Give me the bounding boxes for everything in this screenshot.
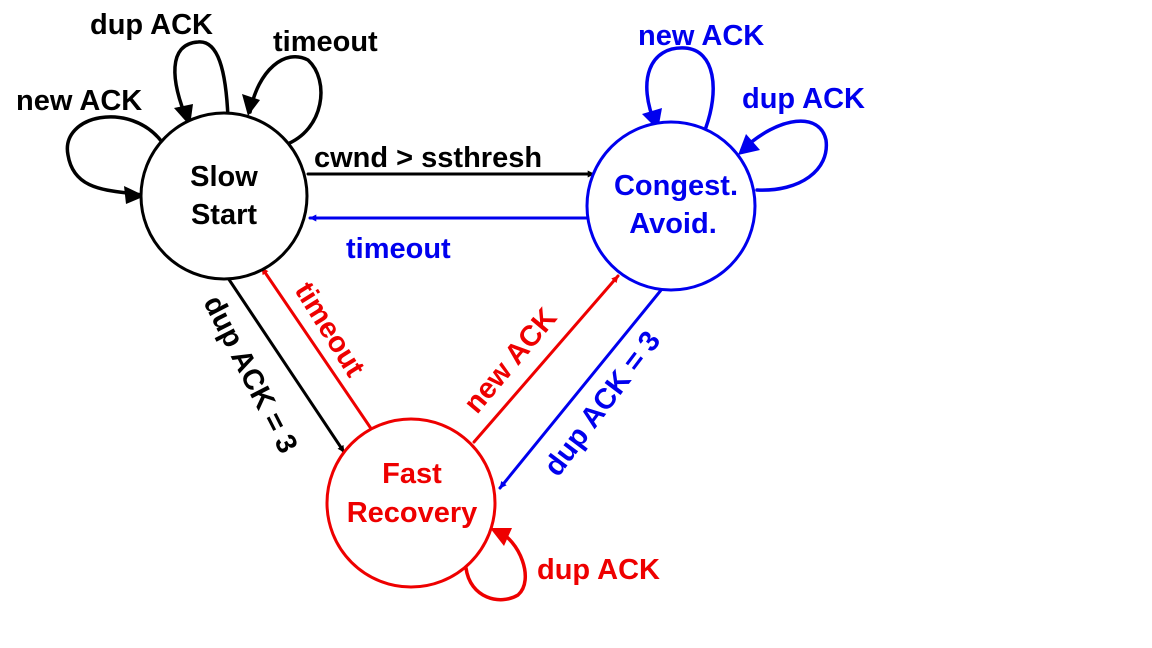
ca-dup-ack-loop: [740, 119, 829, 192]
ss-dup-ack-loop: [173, 40, 230, 124]
edge-ca-to-fr-label: dup ACK = 3: [538, 325, 667, 482]
state-slow-start-line1: Slow: [190, 161, 258, 193]
state-fast-recovery-line1: Fast: [382, 458, 442, 490]
edge-ss-to-fr: [226, 276, 346, 454]
ss-timeout-label: timeout: [273, 26, 378, 58]
state-fast-recovery: Fast Recovery: [325, 417, 497, 589]
edge-fr-to-ca: [472, 274, 620, 444]
edge-ss-to-ca-label: cwnd > ssthresh: [314, 142, 542, 174]
fr-dup-ack-arrowhead: [490, 528, 512, 546]
edge-ss-to-fr-label: dup ACK = 3: [197, 291, 304, 459]
state-congestion-avoidance: Congest. Avoid.: [585, 120, 757, 292]
ss-dup-ack-label: dup ACK: [90, 9, 213, 41]
ca-new-ack-label: new ACK: [638, 20, 764, 52]
ca-new-ack-loop: [645, 46, 715, 132]
edge-ca-to-fr: [498, 282, 668, 490]
fr-dup-ack-label: dup ACK: [537, 554, 660, 586]
ss-new-ack-loop: [65, 115, 164, 197]
ss-timeout-arrowhead: [242, 94, 260, 116]
edge-ca-to-ss-label: timeout: [346, 233, 451, 265]
ss-timeout-loop: [248, 55, 323, 147]
ss-new-ack-label: new ACK: [16, 85, 142, 117]
state-congestion-avoidance-line2: Avoid.: [629, 208, 717, 240]
state-congestion-avoidance-line1: Congest.: [614, 170, 738, 202]
state-slow-start-line2: Start: [191, 199, 257, 231]
ca-dup-ack-arrowhead: [738, 134, 760, 155]
state-fast-recovery-line2: Recovery: [347, 497, 478, 529]
state-slow-start: Slow Start: [139, 111, 309, 281]
fr-dup-ack-loop: [464, 528, 528, 602]
edge-fr-to-ss: [260, 266, 374, 432]
ss-new-ack-arrowhead: [124, 186, 145, 204]
ca-dup-ack-label: dup ACK: [742, 83, 865, 115]
